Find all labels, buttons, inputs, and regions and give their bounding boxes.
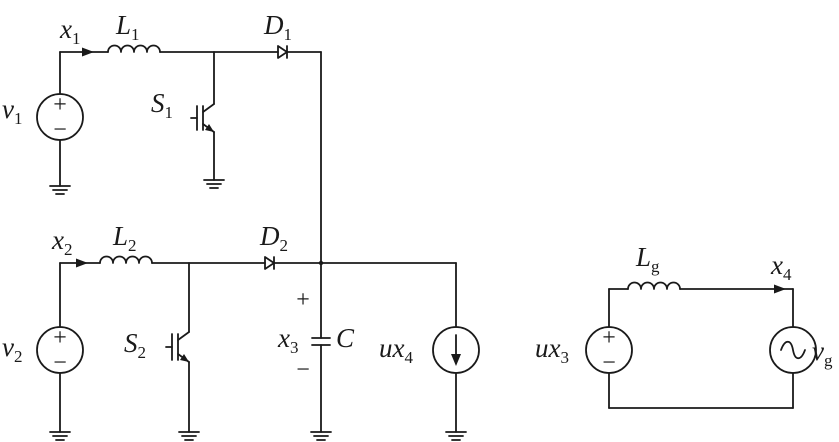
label-v2: v2 — [2, 332, 22, 366]
x3-minus-sign: − — [296, 357, 310, 383]
label-Lg: Lg — [635, 242, 660, 276]
current-arrow-x2 — [76, 258, 88, 268]
label-L2: L2 — [112, 221, 137, 255]
transistor-S1 — [190, 51, 215, 181]
current-arrow-x4 — [774, 284, 786, 294]
top-converter: + − — [36, 44, 322, 264]
label-L1: L1 — [115, 10, 140, 44]
label-x1: x1 — [59, 14, 80, 48]
label-x4: x4 — [770, 250, 792, 284]
v1-plus-sign: + — [53, 92, 67, 118]
ux3-minus-sign: − — [602, 350, 616, 376]
label-S2: S2 — [124, 328, 146, 362]
ground-icon — [445, 431, 467, 441]
v1-minus-sign: − — [53, 117, 67, 143]
voltage-source-v2: + − — [36, 262, 84, 433]
label-ux3: ux3 — [535, 333, 569, 367]
label-ux4: ux4 — [379, 333, 413, 367]
label-S1: S1 — [151, 88, 173, 122]
grid-circuit: + − — [585, 281, 817, 409]
voltage-source-v1: + − — [36, 51, 84, 187]
ground-icon — [49, 185, 71, 195]
transistor-S2 — [165, 262, 190, 433]
ground-icon — [310, 431, 332, 441]
inductor-Lg — [627, 281, 681, 290]
label-D1: D1 — [263, 10, 292, 44]
inductor-L2 — [99, 255, 153, 264]
label-x3: x3 — [277, 323, 298, 357]
ground-icon — [178, 431, 200, 441]
diode-D2 — [264, 256, 275, 270]
label-D2: D2 — [259, 221, 288, 255]
diode-D1 — [277, 45, 288, 59]
current-source-ux4 — [432, 262, 480, 433]
capacitor-C: + − — [296, 262, 331, 433]
x3-plus-sign: + — [296, 287, 310, 313]
label-C: C — [336, 323, 355, 353]
label-vg: vg — [812, 336, 833, 370]
labels: x1 L1 D1 v1 S1 x2 L2 D2 v2 S2 x3 C ux4 L… — [2, 10, 833, 370]
bottom-converter: + − — [36, 255, 480, 441]
ac-source-vg — [769, 288, 817, 409]
label-x2: x2 — [51, 225, 72, 259]
v2-plus-sign: + — [53, 325, 67, 351]
voltage-source-ux3: + − — [585, 288, 633, 409]
sine-wave-icon — [780, 340, 806, 360]
inductor-L1 — [107, 44, 161, 53]
ground-icon — [203, 179, 225, 189]
label-v1: v1 — [2, 94, 22, 128]
ux3-plus-sign: + — [602, 325, 616, 351]
v2-minus-sign: − — [53, 350, 67, 376]
ground-icon — [49, 431, 71, 441]
current-arrow-x1 — [82, 47, 94, 57]
